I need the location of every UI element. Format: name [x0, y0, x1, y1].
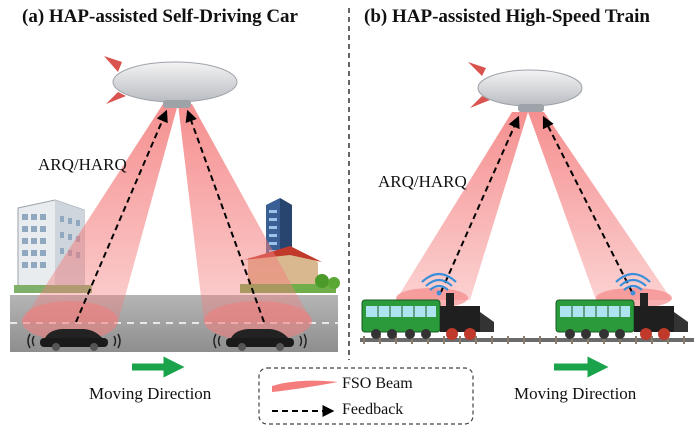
legend-feedback-label: Feedback [342, 401, 404, 418]
hap-airship-left [104, 56, 238, 108]
panel-title-right: (b) HAP-assisted High-Speed Train [364, 6, 650, 27]
arq-label-right: ARQ/HARQ [378, 172, 467, 191]
wifi-icon-dot [436, 290, 442, 296]
wifi-icon-dot [630, 290, 636, 296]
hap-airship-right [468, 62, 583, 112]
feedback-arrow-left-train [440, 115, 520, 293]
panel-title-left: (a) HAP-assisted Self-Driving Car [22, 6, 298, 27]
fso-beam-right-car [178, 104, 312, 322]
high-speed-train-right [555, 293, 688, 340]
direction-label-right: Moving Direction [514, 384, 637, 403]
feedback-arrow-right-train [542, 115, 633, 293]
wifi-icon [421, 272, 457, 291]
high-speed-train-left [361, 293, 494, 340]
fso-beam-left-car [22, 104, 178, 322]
self-driving-car-left [27, 329, 121, 351]
fso-beam-right-train [528, 112, 672, 300]
arq-label-left: ARQ/HARQ [38, 155, 127, 174]
self-driving-car-right [213, 329, 307, 351]
legend-beam-label: FSO Beam [342, 375, 413, 392]
fso-beam-legend-swatch [272, 380, 338, 392]
beam-footprint-left [22, 301, 118, 341]
left-panel [10, 56, 340, 378]
railway-track [360, 338, 694, 342]
legend-box [258, 367, 474, 425]
right-panel [360, 62, 694, 378]
feedback-arrow-left-car [75, 109, 168, 323]
direction-label-left: Moving Direction [89, 384, 212, 403]
fso-beam-left-train [396, 112, 528, 300]
wifi-icon [615, 272, 651, 291]
feedback-arrow-right-car [185, 109, 265, 323]
beam-footprint-right [204, 301, 312, 341]
